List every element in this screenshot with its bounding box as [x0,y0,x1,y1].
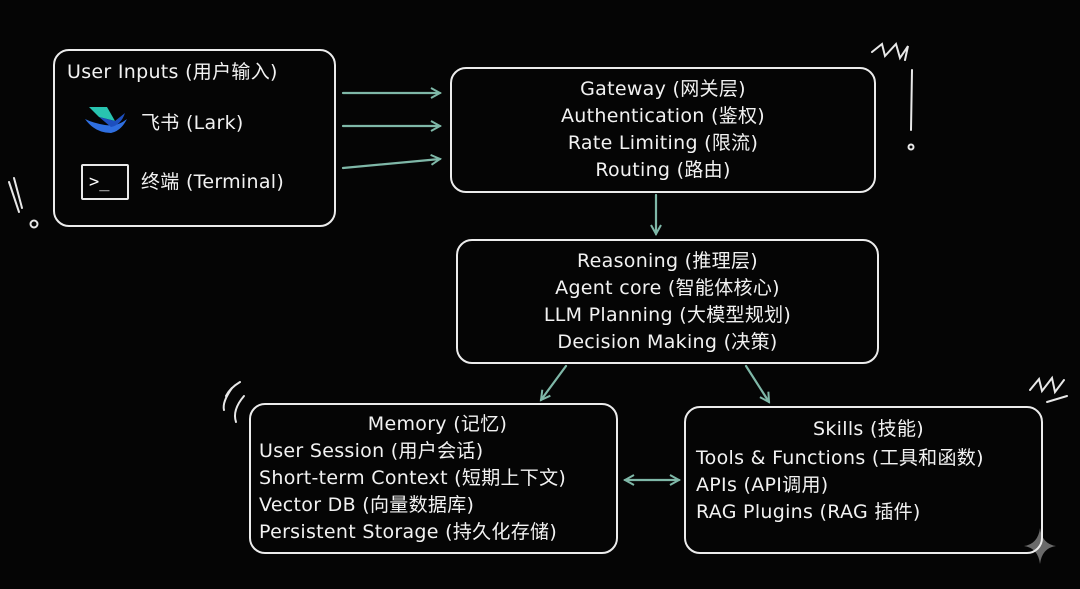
arrow-reasoning-to-skills [744,364,769,402]
memory-line-vector-db: Vector DB (向量数据库) [259,494,475,516]
bracket-doodle-memory [234,395,245,423]
user-inputs-box: User Inputs (用户输入) 飞书 (Lark) >_ 终端 (Term… [53,49,336,227]
terminal-label: 终端 (Terminal) [141,170,285,193]
lark-logo-icon [81,103,129,143]
scribble-doodle-top-right [871,42,909,61]
reasoning-box: Reasoning (推理层) Agent core (智能体核心) LLM P… [456,239,879,364]
reasoning-line-llm-planning: LLM Planning (大模型规划) [543,303,792,326]
memory-line-short-term-context: Short-term Context (短期上下文) [259,467,567,489]
gateway-line-rate-limiting: Rate Limiting (限流) [567,132,759,154]
memory-line-persistent-storage: Persistent Storage (持久化存储) [259,521,558,543]
scribble-doodle-skills [1029,375,1065,395]
input-lark: 飞书 (Lark) [81,103,244,143]
user-inputs-title: User Inputs (用户输入) [67,61,278,83]
reasoning-title: Reasoning (推理层) [577,249,758,272]
gateway-title: Gateway (网关层) [580,78,746,100]
skills-line-tools-functions: Tools & Functions (工具和函数) [696,447,984,469]
arrow-inputs-to-gateway-3 [341,159,440,170]
gateway-box: Gateway (网关层) Authentication (鉴权) Rate L… [450,67,876,193]
arrow-reasoning-to-memory [541,364,568,400]
reasoning-line-agent-core: Agent core (智能体核心) [555,276,780,299]
skills-box: Skills (技能) Tools & Functions (工具和函数) AP… [684,406,1043,554]
terminal-icon: >_ [81,164,129,200]
gateway-line-routing: Routing (路由) [595,159,731,181]
memory-title: Memory (记忆) [367,413,508,435]
doodle-marks [8,42,1068,423]
gateway-line-authentication: Authentication (鉴权) [560,105,766,127]
skills-title: Skills (技能) [813,418,924,440]
memory-box: Memory (记忆) User Session (用户会话) Short-te… [249,403,618,554]
exclamation-doodle-left [13,177,23,209]
memory-line-user-session: User Session (用户会话) [259,440,484,462]
input-terminal: >_ 终端 (Terminal) [81,164,284,200]
exclamation-doodle-right [910,69,913,131]
reasoning-line-decision-making: Decision Making (决策) [557,330,778,353]
skills-line-rag-plugins: RAG Plugins (RAG 插件) [696,501,921,523]
lark-label: 飞书 (Lark) [141,111,244,134]
skills-line-apis: APIs (API调用) [696,474,829,496]
